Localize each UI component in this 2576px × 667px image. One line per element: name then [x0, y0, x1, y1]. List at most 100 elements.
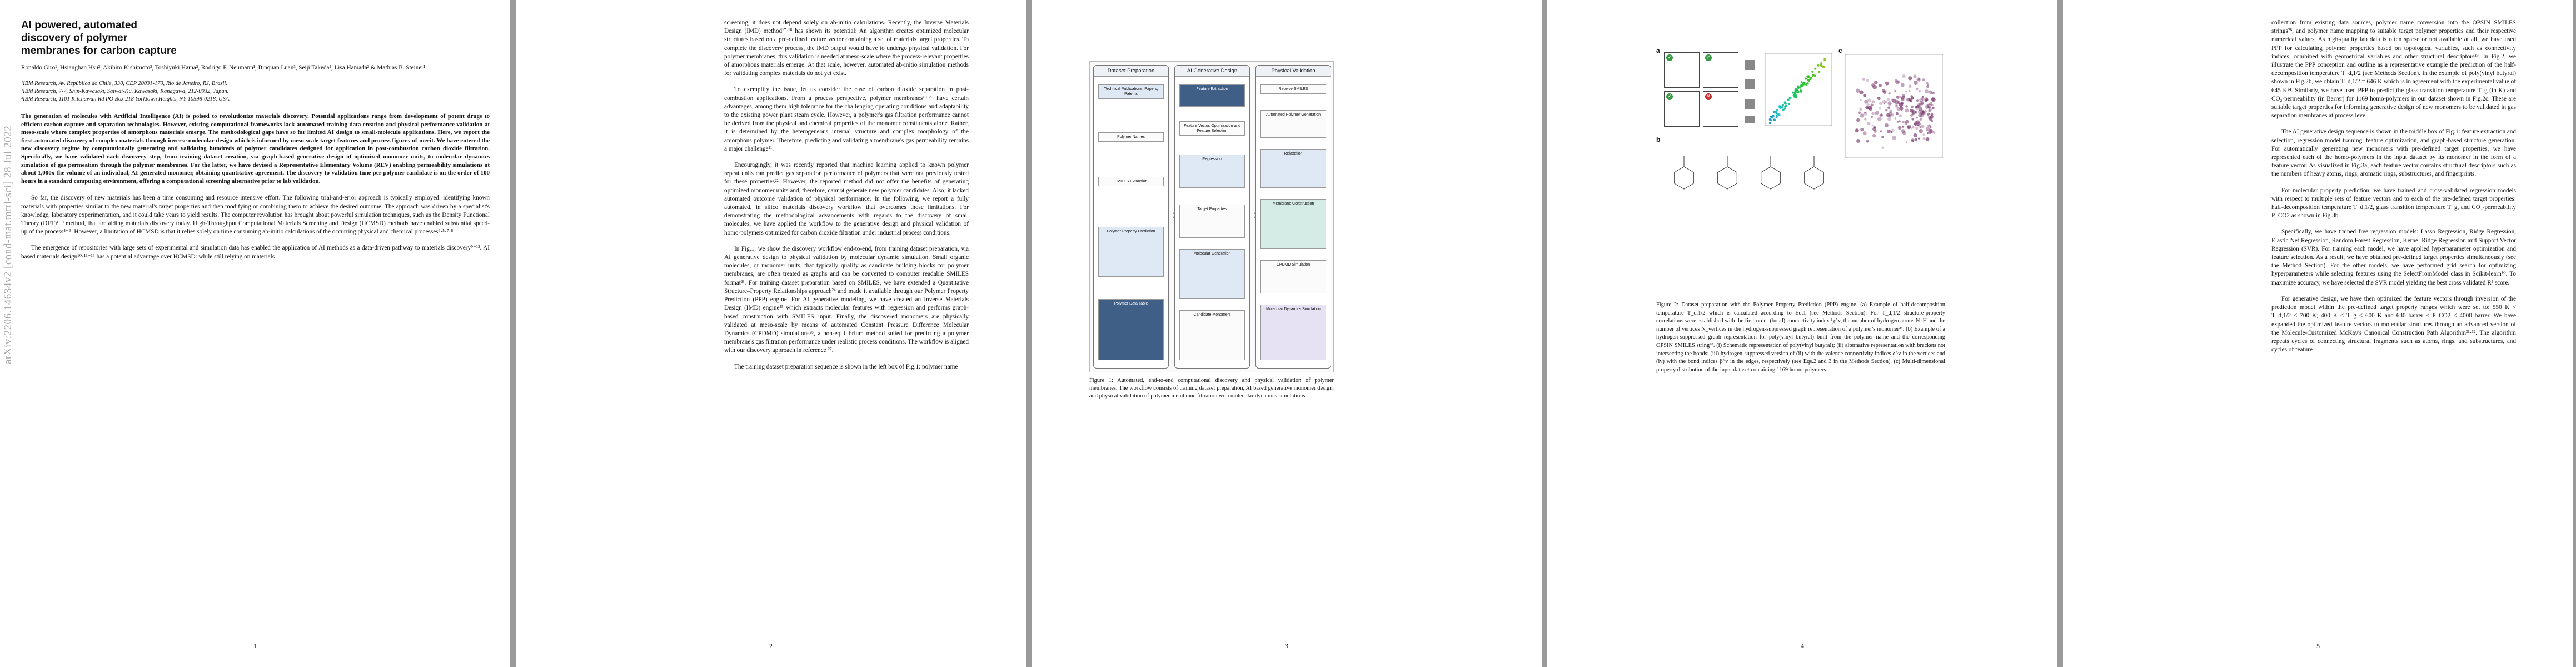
page-1-body: AI powered, automated discovery of polym…	[21, 19, 490, 261]
scatter-point	[1927, 106, 1929, 108]
workflow-column-title: Dataset Preparation	[1094, 66, 1168, 77]
scatter-point	[1932, 91, 1936, 95]
scatter-point	[1885, 123, 1889, 127]
scatter-point	[1863, 93, 1867, 97]
scatter-point	[1899, 96, 1902, 98]
scatter-point	[1911, 118, 1915, 121]
scatter-point	[1817, 64, 1820, 67]
scatter-point	[1911, 105, 1914, 108]
scatter-point	[1916, 87, 1919, 91]
scatter-point	[1783, 102, 1786, 104]
scatter-point	[1911, 126, 1915, 129]
scatter-point	[1927, 124, 1931, 128]
scatter-point	[1860, 127, 1864, 132]
arxiv-identifier: arXiv:2206.14634v2 [cond-mat.mtrl-sci] 2…	[2, 125, 14, 364]
page-number: 5	[2316, 642, 2320, 650]
scatter-point	[1871, 112, 1874, 115]
scatter-point	[1787, 98, 1790, 101]
scatter-point	[1922, 137, 1926, 141]
scatter-point	[1911, 110, 1916, 115]
scatter-point	[1916, 116, 1918, 119]
page-number: 3	[1285, 642, 1288, 650]
scatter-point	[1864, 111, 1866, 114]
scatter-point	[1921, 111, 1926, 116]
scatter-point	[1897, 101, 1901, 104]
scatter-point	[1927, 105, 1931, 109]
scatter-point	[1914, 138, 1918, 141]
scatter-point	[1926, 85, 1929, 88]
scatter-point	[1911, 127, 1913, 130]
scatter-point	[1886, 98, 1890, 101]
figure-1-workflow: Dataset Preparation Technical Publicatio…	[1089, 61, 1334, 372]
monomer-ring	[1761, 166, 1781, 190]
scatter-point	[1906, 141, 1908, 143]
scatter-point	[1932, 131, 1936, 135]
scatter-point	[1887, 117, 1891, 121]
scatter-point	[1887, 129, 1891, 133]
scatter-point	[1902, 125, 1905, 128]
scatter-point	[1921, 109, 1925, 113]
scatter-point	[1919, 118, 1922, 121]
scatter-point	[1929, 103, 1932, 106]
check-icon: ✓	[1666, 54, 1673, 61]
workflow-step: Candidate Monomers	[1179, 310, 1245, 360]
affiliation-3: ³IBM Research, 1101 Kitchawan Rd PO Box …	[21, 96, 231, 102]
page-3-body: Dataset Preparation Technical Publicatio…	[1089, 61, 1334, 400]
monomer-ring	[1804, 166, 1824, 190]
scatter-point	[1921, 102, 1924, 105]
scatter-point	[1931, 104, 1934, 106]
author-list: Ronaldo Giro¹, Hsianghan Hsu², Akihiro K…	[21, 64, 426, 71]
scatter-point	[1866, 78, 1869, 82]
scatter-point	[1777, 113, 1780, 116]
scatter-point	[1891, 98, 1895, 102]
page-number: 1	[253, 642, 257, 650]
scatter-point	[1925, 110, 1927, 112]
scatter-point	[1897, 80, 1900, 84]
scatter-point	[1775, 112, 1778, 115]
scatter-point	[1885, 81, 1889, 86]
scatter-point	[1798, 86, 1801, 89]
scatter-point	[1921, 125, 1925, 128]
scatter-point	[1805, 83, 1808, 86]
scatter-point	[1874, 81, 1878, 84]
page-2-body: screening, it does not depend solely on …	[724, 19, 969, 371]
scatter-point	[1899, 106, 1904, 111]
paragraph: The emergence of repositories with large…	[21, 245, 490, 260]
page-1-text: So far, the discovery of new materials h…	[21, 194, 490, 261]
scatter-point	[1855, 88, 1860, 93]
scatter-point	[1795, 96, 1797, 98]
scatter-point	[1871, 100, 1875, 104]
scatter-point	[1891, 113, 1895, 117]
scatter-point	[1802, 83, 1805, 86]
scatter-point	[1797, 85, 1800, 88]
paragraph: The training dataset preparation sequenc…	[734, 363, 958, 370]
workflow-step: Feature Vector, Optimization and Feature…	[1179, 121, 1245, 136]
scatter-point	[1879, 102, 1883, 106]
scatter-point	[1928, 109, 1931, 112]
scatter-point	[1921, 98, 1924, 101]
workflow-step: CPDMD Simulation	[1260, 260, 1326, 293]
scatter-point	[1871, 116, 1873, 118]
scatter-point	[1810, 76, 1812, 79]
scatter-point	[1770, 115, 1772, 118]
scatter-point	[1895, 104, 1899, 108]
scatter-point	[1925, 137, 1930, 141]
scatter-point	[1807, 76, 1810, 79]
scatter-point	[1800, 81, 1803, 84]
scatter-point	[1806, 78, 1809, 81]
scatter-point	[1811, 70, 1814, 73]
workflow-column-ai-generative-design: AI Generative Design Feature Extraction …	[1174, 65, 1250, 369]
paragraph: In Fig.1, we show the discovery workflow…	[724, 245, 969, 354]
paper-title: AI powered, automated discovery of polym…	[21, 19, 177, 57]
scatter-point	[1929, 90, 1932, 94]
scatter-point	[1887, 106, 1891, 109]
scatter-point	[1908, 84, 1912, 88]
scatter-point	[1856, 118, 1860, 122]
monomer-ring	[1717, 166, 1737, 190]
scatter-point	[1908, 76, 1912, 81]
panel-label-a: a	[1656, 47, 1660, 54]
scatter-point	[1927, 116, 1931, 120]
workflow-column-dataset-preparation: Dataset Preparation Technical Publicatio…	[1093, 65, 1169, 369]
scatter-point	[1929, 103, 1931, 106]
monomer-ring	[1674, 166, 1694, 190]
